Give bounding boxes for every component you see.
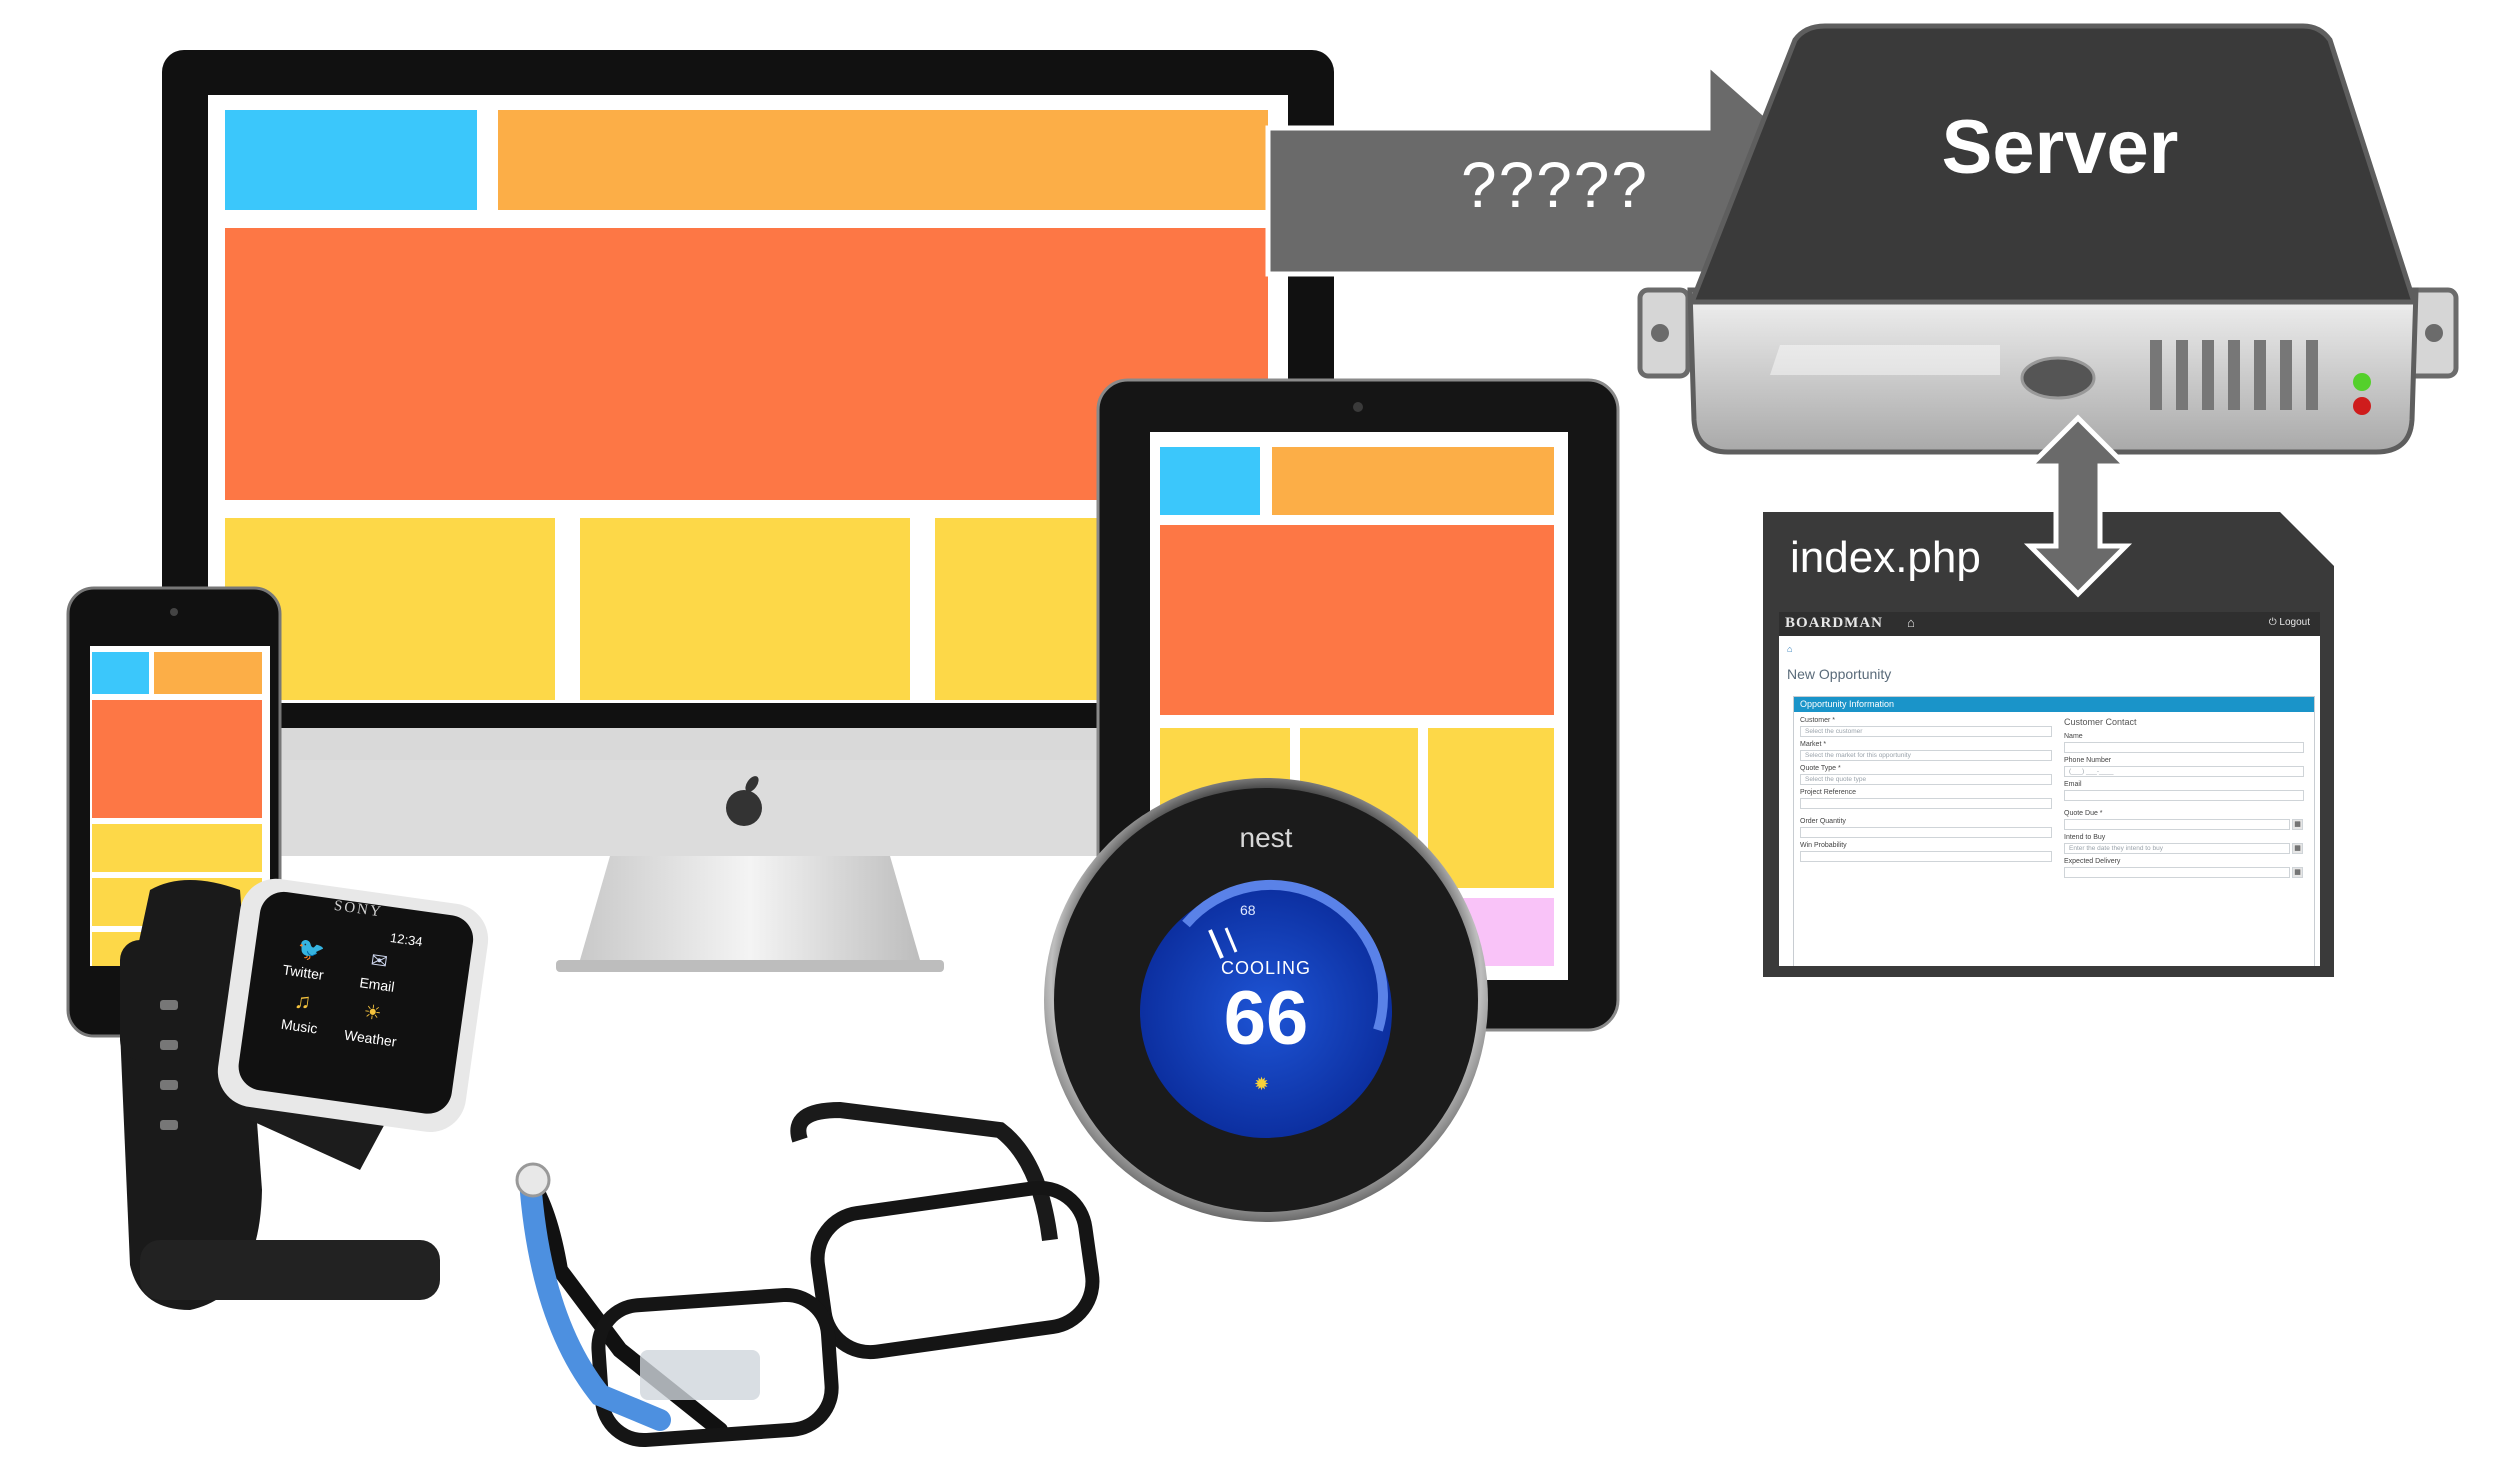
sun-icon: ✹: [1254, 1074, 1270, 1094]
note-icon: ♫: [292, 987, 313, 1015]
intend-to-buy-input[interactable]: Enter the date they intend to buy: [2064, 843, 2290, 854]
win-probability-select[interactable]: [1800, 851, 2052, 862]
field-label: Customer *: [1800, 717, 1836, 724]
server-label: Server: [1941, 105, 2179, 190]
apple-logo-icon: [726, 776, 762, 826]
field-label: Email: [2064, 781, 2082, 788]
calendar-icon[interactable]: ▦: [2292, 819, 2303, 830]
watch-time: 12:34: [389, 930, 424, 950]
smart-glasses: [515, 1101, 1100, 1448]
form-screenshot: BOARDMAN ⌂ ⏻ Logout ⌂ New Opportunity Op…: [1779, 612, 2320, 966]
field-label: Intend to Buy: [2064, 834, 2106, 841]
email-input[interactable]: [2064, 790, 2304, 801]
bird-icon: 🐦: [296, 935, 327, 964]
contact-section-title: Customer Contact: [2064, 717, 2137, 727]
calendar-icon[interactable]: ▦: [2292, 843, 2303, 854]
thermostat: [1044, 778, 1488, 1222]
field-label: Win Probability: [1800, 842, 1847, 849]
field-label: Market *: [1800, 741, 1827, 748]
arrow-label: ?????: [1461, 149, 1649, 221]
field-label: Quote Type *: [1800, 765, 1841, 772]
app-label-twitter: Twitter: [281, 961, 325, 983]
nest-target: 68: [1240, 902, 1256, 918]
smartwatch: [120, 878, 489, 1310]
sun-cloud-icon: ☀: [362, 1001, 383, 1026]
field-label: Name: [2064, 733, 2083, 740]
logout-link[interactable]: ⏻ Logout: [2268, 617, 2310, 628]
server: [1637, 23, 2459, 455]
field-label: Project Reference: [1800, 789, 1857, 796]
opportunity-panel: Opportunity Information Customer * Selec…: [1793, 696, 2315, 966]
breadcrumb[interactable]: ⌂: [1787, 644, 1793, 654]
nest-temperature: 66: [1223, 976, 1309, 1061]
contact-name-input[interactable]: [2064, 742, 2304, 753]
envelope-icon: ✉: [369, 949, 389, 974]
app-label-weather: Weather: [343, 1026, 398, 1050]
form-navbar: BOARDMAN ⌂ ⏻ Logout: [1779, 612, 2320, 636]
home-icon[interactable]: ⌂: [1907, 615, 1915, 630]
app-label-music: Music: [280, 1015, 319, 1037]
project-reference-input[interactable]: [1800, 798, 2052, 809]
form-brand: BOARDMAN: [1785, 615, 1883, 631]
customer-select[interactable]: Select the customer: [1800, 726, 2052, 737]
expected-delivery-input[interactable]: [2064, 867, 2290, 878]
quote-type-select[interactable]: Select the quote type: [1800, 774, 2052, 785]
logout-label: Logout: [2279, 617, 2310, 628]
double-arrow: [2023, 414, 2133, 598]
order-quantity-input[interactable]: [1800, 827, 2052, 838]
phone-input[interactable]: (___) ___-____: [2064, 766, 2304, 777]
field-label: Order Quantity: [1800, 818, 1846, 825]
quote-due-input[interactable]: [2064, 819, 2290, 830]
field-label: Phone Number: [2064, 757, 2112, 764]
field-label: Expected Delivery: [2064, 858, 2121, 865]
panel-title: Opportunity Information: [1794, 697, 2314, 712]
page-title: New Opportunity: [1787, 666, 1892, 682]
file-label: index.php: [1790, 533, 1981, 582]
nest-brand: nest: [1239, 822, 1293, 853]
nest-mode: COOLING: [1220, 958, 1311, 978]
watch-screen: SONY 12:34 🐦 ✉ Twitter Email ♫ ☀ Music W…: [258, 893, 471, 1098]
calendar-icon[interactable]: ▦: [2292, 867, 2303, 878]
field-label: Quote Due *: [2064, 810, 2103, 817]
app-label-email: Email: [358, 974, 396, 995]
market-select[interactable]: Select the market for this opportunity: [1800, 750, 2052, 761]
